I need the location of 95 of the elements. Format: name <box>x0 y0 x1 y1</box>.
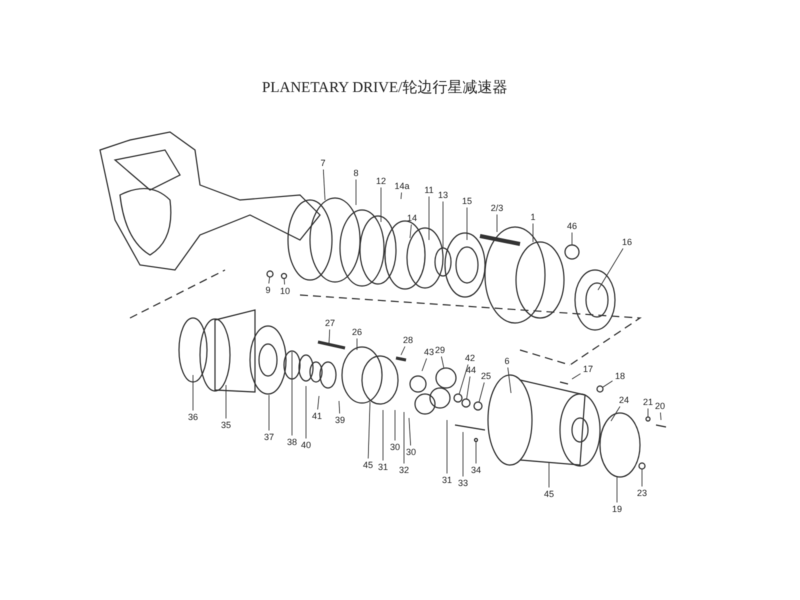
small-part <box>596 385 604 393</box>
leader-line <box>356 338 358 350</box>
small-part <box>453 393 463 403</box>
small-part <box>280 272 288 280</box>
small-part <box>564 244 580 260</box>
callout-number: 25 <box>480 371 492 381</box>
leader-line <box>382 410 384 461</box>
callout-number: 33 <box>457 478 469 488</box>
callout-number: 42 <box>464 353 476 363</box>
callout-number: 10 <box>279 286 291 296</box>
callout-number: 1 <box>530 212 536 222</box>
callout-number: 36 <box>187 412 199 422</box>
leader-line <box>441 356 444 369</box>
callout-number: 7 <box>320 158 326 168</box>
leader-line <box>458 364 468 395</box>
small-part <box>638 462 646 470</box>
callout-number: 27 <box>324 318 336 328</box>
leader-line <box>462 432 464 477</box>
callout-number: 6 <box>504 356 510 366</box>
callout-number: 2/3 <box>490 203 504 213</box>
callout-number: 31 <box>377 462 389 472</box>
leader-line <box>610 406 620 422</box>
title: PLANETARY DRIVE/轮边行星减速器 <box>262 78 508 97</box>
leader-line <box>598 248 624 290</box>
callout-number: 37 <box>263 432 275 442</box>
callout-number: 45 <box>543 489 555 499</box>
leader-line <box>478 382 485 403</box>
leader-line <box>268 394 270 431</box>
callout-number: 30 <box>405 447 417 457</box>
callout-number: 14 <box>406 213 418 223</box>
leader-line <box>548 462 550 488</box>
callout-number: 8 <box>352 168 360 178</box>
callout-number: 31 <box>441 475 453 485</box>
callout-number: 45 <box>362 460 374 470</box>
callout-number: 21 <box>642 397 654 407</box>
leader-line <box>496 214 498 232</box>
callout-number: 13 <box>437 190 449 200</box>
leader-line <box>338 400 340 414</box>
callout-number: 44 <box>465 365 477 375</box>
leader-line <box>428 196 430 240</box>
leader-line <box>602 380 613 388</box>
callout-number: 29 <box>434 345 446 355</box>
leader-line <box>268 276 270 284</box>
callout-number: 32 <box>398 465 410 475</box>
callout-number: 30 <box>389 442 401 452</box>
leader-line <box>532 223 534 242</box>
callout-number: 14a <box>393 181 411 191</box>
leader-line <box>400 346 406 356</box>
leader-line <box>328 329 330 344</box>
leader-line <box>368 402 370 459</box>
leader-line <box>572 373 581 380</box>
callout-number: 35 <box>220 420 232 430</box>
small-part <box>435 367 457 389</box>
callout-number: 20 <box>654 401 666 411</box>
leader-line <box>422 358 427 372</box>
callout-number: 34 <box>470 465 482 475</box>
leader-line <box>446 420 448 474</box>
callout-number: 28 <box>402 335 414 345</box>
callout-number: 12 <box>375 176 387 186</box>
callout-number: 41 <box>311 411 323 421</box>
callout-number: 39 <box>334 415 346 425</box>
leader-line <box>442 201 444 248</box>
callout-number: 26 <box>351 327 363 337</box>
leader-line <box>317 396 320 410</box>
callout-number: 40 <box>300 440 312 450</box>
callout-number: 16 <box>621 237 633 247</box>
leader-line <box>380 187 382 222</box>
callout-number: 46 <box>566 221 578 231</box>
small-part <box>645 416 651 422</box>
leader-line <box>192 374 194 411</box>
callout-number: 24 <box>618 395 630 405</box>
leader-line <box>284 278 285 285</box>
callout-number: 38 <box>286 437 298 447</box>
leader-line <box>466 207 468 240</box>
callout-number: 15 <box>461 196 473 206</box>
small-part <box>474 438 478 442</box>
callout-number: 9 <box>264 285 272 295</box>
callout-number: 43 <box>423 347 435 357</box>
leader-line <box>616 476 618 503</box>
leader-line <box>394 410 396 441</box>
leader-line <box>408 418 412 446</box>
leader-line <box>660 412 662 420</box>
leader-line <box>466 376 470 400</box>
leader-line <box>322 169 326 200</box>
small-part <box>266 270 274 278</box>
leader-line <box>507 367 512 394</box>
callout-number: 18 <box>614 371 626 381</box>
callout-number: 19 <box>611 504 623 514</box>
leader-line <box>400 192 402 200</box>
small-part <box>473 401 483 411</box>
callout-number: 11 <box>423 185 435 195</box>
callout-number: 17 <box>582 364 594 374</box>
small-part <box>461 398 471 408</box>
callout-number: 23 <box>636 488 648 498</box>
leader-line <box>410 224 412 238</box>
